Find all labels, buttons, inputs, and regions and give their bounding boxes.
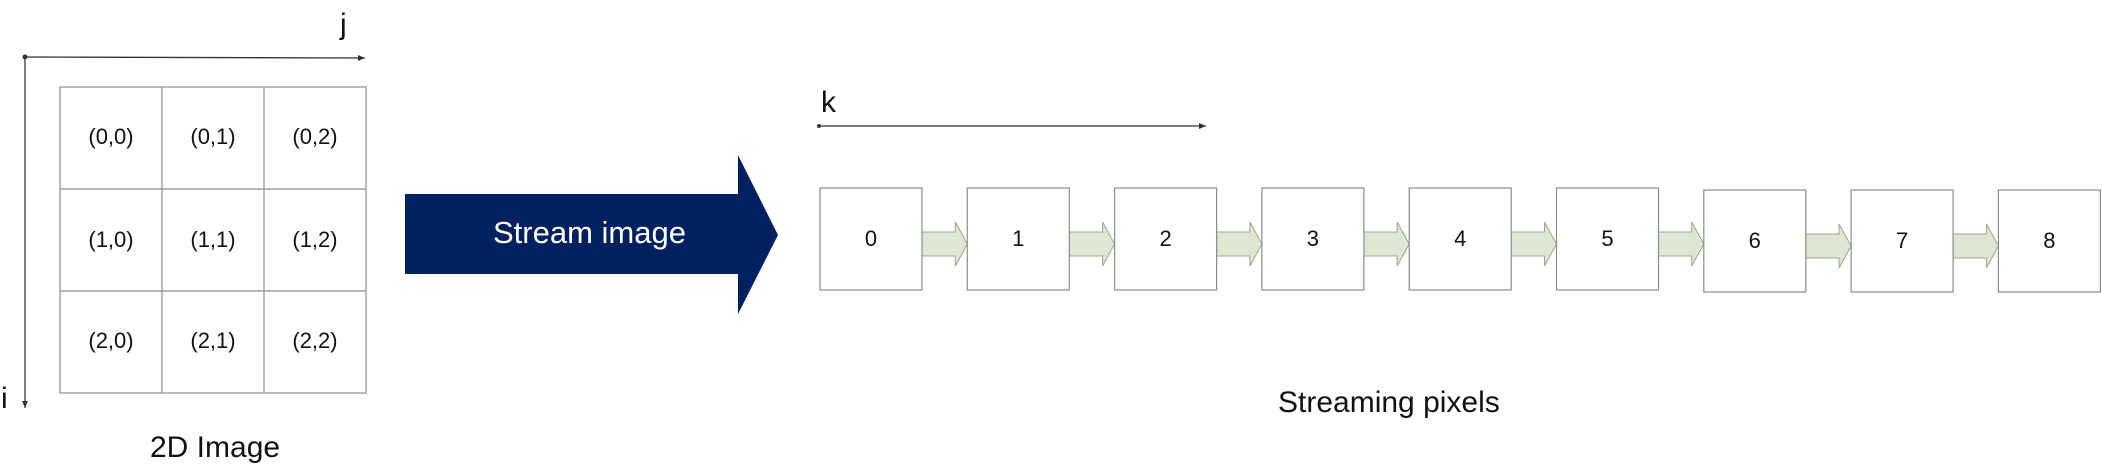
connector-arrow [921, 221, 968, 267]
connector-arrow [1658, 221, 1705, 267]
stream-caption: Streaming pixels [1278, 386, 1500, 419]
grid-cell-0-1: (0,1) [190, 124, 236, 149]
pixel-box-4 [1408, 187, 1512, 291]
pixel-box-5 [1555, 187, 1660, 291]
pixel-label-3: 3 [1306, 226, 1320, 251]
connector-arrow [1805, 223, 1852, 269]
pixel-box-7 [1850, 189, 1954, 293]
pixel-label-2: 2 [1159, 226, 1172, 251]
grid-cell-2-0: (2,0) [88, 328, 134, 353]
connector-arrow [1216, 221, 1263, 267]
pixel-box-8 [1997, 189, 2102, 293]
pixel-box-0 [819, 187, 923, 291]
image-grid-border [59, 86, 367, 394]
pixel-label-4: 4 [1454, 226, 1467, 251]
pixel-connectors [921, 221, 1999, 269]
connector-arrow [1068, 221, 1116, 267]
grid-cell-1-0: (1,0) [88, 227, 134, 252]
pixel-box-2 [1113, 187, 1218, 291]
grid-cell-2-2: (2,2) [292, 328, 338, 353]
connector-arrow [1363, 221, 1410, 267]
grid-cell-0-2: (0,2) [292, 124, 338, 149]
pixel-box-1 [966, 187, 1070, 291]
stream-image-label: Stream image [493, 215, 686, 250]
grid-cell-0-0: (0,0) [88, 124, 134, 149]
grid-cell-2-1: (2,1) [190, 328, 236, 353]
image-grid-caption: 2D Image [150, 431, 281, 464]
pixel-label-8: 8 [2043, 228, 2056, 253]
image-grid [59, 86, 367, 394]
i-axis-label: i [1, 382, 8, 415]
pixel-box-6 [1703, 189, 1807, 293]
pixel-label-1: 1 [1012, 226, 1025, 251]
pixel-label-5: 5 [1601, 226, 1614, 251]
pixel-label-0: 0 [864, 226, 878, 251]
pixel-label-7: 7 [1895, 228, 1909, 253]
j-axis-arrow [24, 54, 366, 61]
pixel-box-3 [1261, 187, 1365, 291]
connector-arrow [1510, 221, 1558, 267]
grid-cell-1-1: (1,1) [190, 227, 236, 252]
k-axis-label: k [821, 86, 836, 119]
stream-image-arrow [405, 155, 778, 314]
pixel-boxes [819, 187, 2102, 293]
pixel-label-6: 6 [1748, 228, 1761, 253]
connector-arrow [1952, 223, 1999, 269]
grid-cell-1-2: (1,2) [292, 227, 338, 252]
j-axis-label: j [340, 8, 347, 41]
